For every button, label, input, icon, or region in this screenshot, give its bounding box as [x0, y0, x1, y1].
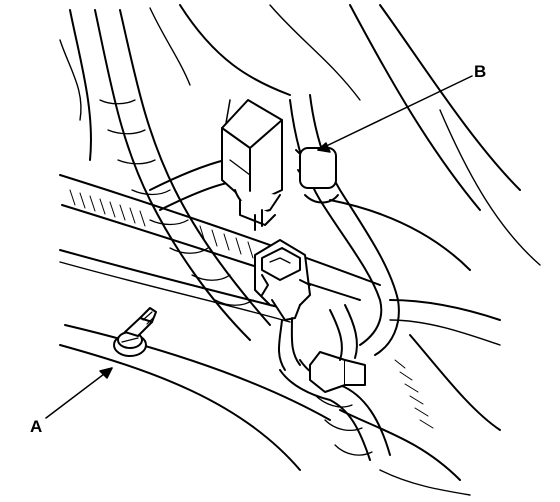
wire-harness-main [94, 9, 271, 341]
leader-line-a [45, 367, 113, 419]
mounting-bolt [113, 307, 157, 357]
leader-line-b [317, 75, 473, 153]
callout-label-b: B [474, 62, 487, 81]
body-panel-lines [59, 4, 541, 496]
upper-connector [221, 99, 283, 231]
callout-label-a: A [30, 417, 43, 436]
panel-hatching [69, 189, 434, 429]
wire-harness-clip-b [289, 94, 400, 356]
wire-harness-lower [279, 304, 391, 461]
lower-connector [254, 239, 311, 371]
